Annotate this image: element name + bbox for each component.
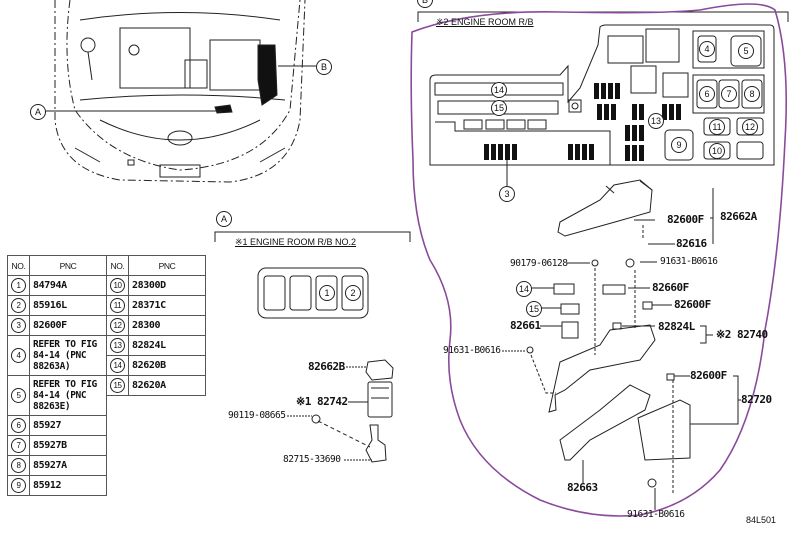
row-number: 15	[110, 378, 125, 393]
part-label[interactable]: 82616	[676, 237, 707, 250]
pnc-cell: 85927B	[29, 434, 107, 456]
row-number: 14	[110, 358, 125, 373]
callout-a: A	[30, 104, 46, 120]
part-label[interactable]: ※2 82740	[716, 328, 768, 341]
row-number: 13	[110, 338, 125, 353]
pnc-cell: 28300D	[128, 275, 206, 296]
fuse-blocks	[484, 83, 681, 161]
box-label-15: 15	[491, 100, 507, 116]
pnc-cell: 85927	[29, 414, 107, 436]
part-label[interactable]: 82824L	[658, 320, 695, 333]
part-callout-15[interactable]: 15	[526, 301, 542, 317]
header-pnc: PNC	[128, 255, 206, 276]
pnc-cell: 85927A	[29, 454, 107, 476]
part-label[interactable]: 82660F	[652, 281, 689, 294]
pnc-cell: 82620B	[128, 355, 206, 376]
part-label[interactable]: 82600F	[667, 213, 704, 226]
box-label-7: 7	[721, 86, 737, 102]
part-label[interactable]: 82662B	[308, 360, 345, 373]
box-label-13: 13	[648, 113, 664, 129]
row-number: 4	[11, 348, 26, 363]
figure-code: 84L501	[746, 515, 777, 525]
row-number: 3	[11, 318, 26, 333]
table-row: 1 84794A 10 28300D	[7, 275, 206, 296]
row-number: 7	[11, 437, 26, 453]
row-number: 12	[110, 318, 125, 333]
row-number: 11	[110, 298, 125, 313]
table-row: 2 85916L 11 28371C	[7, 295, 206, 316]
part-label[interactable]: 82715-33690	[283, 454, 341, 465]
part-label[interactable]: 91631-B0616	[627, 509, 685, 520]
box-label-11: 11	[709, 119, 725, 135]
part-label[interactable]: 82600F	[690, 369, 727, 382]
section-a-title: ※1 ENGINE ROOM R/B NO.2	[235, 237, 357, 247]
row-number: 5	[11, 387, 26, 403]
part-label[interactable]: 82662A	[720, 210, 757, 223]
box-label-9: 9	[671, 137, 687, 153]
pnc-cell: 28371C	[128, 295, 206, 316]
row-number: 8	[11, 457, 26, 473]
fuse-box-outline	[429, 24, 775, 166]
pnc-cell: 85916L	[29, 295, 107, 316]
row-number: 2	[11, 298, 26, 313]
part-label[interactable]: 82600F	[674, 298, 711, 311]
section-a-frame	[214, 231, 411, 242]
section-b-parts	[502, 179, 741, 510]
part-label[interactable]: ※1 82742	[296, 395, 348, 408]
part-label[interactable]: 82663	[567, 481, 598, 494]
part-label[interactable]: 91631-B0616	[660, 256, 718, 267]
section-a-parts	[287, 359, 394, 463]
pnc-cell: REFER TO FIG 84-14 (PNC 88263A)	[29, 335, 107, 376]
table-row: 7 85927B	[7, 434, 206, 456]
row-number: 9	[11, 477, 26, 493]
row-number: 1	[11, 278, 26, 293]
section-a-marker: A	[216, 211, 232, 227]
box-label-12: 12	[742, 119, 758, 135]
slot-1: 1	[319, 285, 335, 301]
table-row: 6 85927	[7, 414, 206, 436]
callout-b: B	[316, 59, 332, 75]
table-row: 9 85912	[7, 474, 206, 496]
header-no: NO.	[106, 255, 129, 276]
part-label[interactable]: 90119-08665	[228, 410, 286, 421]
box-label-3: 3	[499, 186, 515, 202]
pnc-cell: 85912	[29, 474, 107, 496]
box-label-14: 14	[491, 82, 507, 98]
part-callout-14[interactable]: 14	[516, 281, 532, 297]
header-no: NO.	[7, 255, 30, 276]
section-b-title: ※2 ENGINE ROOM R/B	[436, 17, 534, 27]
engine-bay-illustration	[74, 12, 286, 178]
pnc-cell: 84794A	[29, 275, 107, 296]
table-row: 4 REFER TO FIG 84-14 (PNC 88263A) 13 828…	[7, 335, 206, 376]
box-label-5: 5	[738, 43, 754, 59]
box-label-8: 8	[744, 86, 760, 102]
pnc-cell: 82600F	[29, 315, 107, 336]
pnc-table: NO. PNC NO. PNC 1 84794A 10 28300D 2 859…	[7, 255, 206, 496]
row-number: 10	[110, 278, 125, 293]
relay-block-outline	[257, 267, 369, 319]
row-number: 6	[11, 417, 26, 433]
part-label[interactable]: 82720	[741, 393, 772, 406]
pnc-cell: 82620A	[128, 375, 206, 396]
pnc-cell: REFER TO FIG 84-14 (PNC 88263E)	[29, 375, 107, 416]
car-front-illustration	[54, 0, 306, 183]
part-label[interactable]: 82661	[510, 319, 541, 332]
slot-2: 2	[345, 285, 361, 301]
table-row: 5 REFER TO FIG 84-14 (PNC 88263E) 15 826…	[7, 375, 206, 416]
pnc-cell: 82824L	[128, 335, 206, 356]
header-pnc: PNC	[29, 255, 107, 276]
table-row: 8 85927A	[7, 454, 206, 476]
box-label-4: 4	[699, 41, 715, 57]
box-label-6: 6	[699, 86, 715, 102]
part-label[interactable]: 90179-06128	[510, 258, 568, 269]
table-row: 3 82600F 12 28300	[7, 315, 206, 336]
box-label-10: 10	[709, 143, 725, 159]
part-label[interactable]: 91631-B0616	[443, 345, 501, 356]
pnc-cell: 28300	[128, 315, 206, 336]
annotation-scribble	[410, 3, 788, 517]
